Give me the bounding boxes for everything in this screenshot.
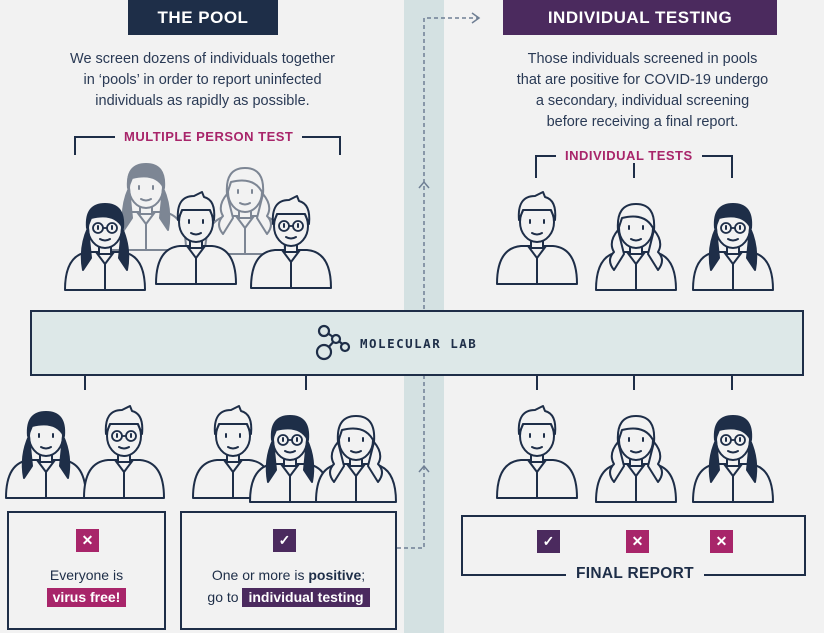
- go-to-text: go to: [207, 589, 239, 605]
- pool-description: We screen dozens of individuals together…: [30, 49, 375, 112]
- virus-free-highlight: virus free!: [46, 588, 127, 607]
- individual-desc-line: Those individuals screened in pools: [527, 51, 758, 67]
- multiple-person-test-label: MULTIPLE PERSON TEST: [115, 129, 303, 144]
- x-icon: ✕: [76, 529, 99, 552]
- negative-result-line: Everyone is: [49, 567, 124, 583]
- check-icon: ✓: [273, 529, 296, 552]
- individual-tests-label: INDIVIDUAL TESTS: [556, 148, 702, 163]
- individual-desc-line: before receiving a final report.: [546, 114, 739, 130]
- molecular-lab-band: [30, 310, 804, 376]
- pool-desc-line: in ‘pools’ in order to report uninfected: [83, 72, 322, 88]
- individual-desc-line: a secondary, individual screening: [535, 93, 750, 109]
- check-icon: ✓: [537, 530, 560, 553]
- final-report-label: FINAL REPORT: [566, 565, 704, 583]
- individual-description: Those individuals screened in pools that…: [470, 49, 815, 133]
- individual-testing-title: INDIVIDUAL TESTING: [503, 0, 777, 35]
- positive-line-post: ;: [361, 567, 366, 583]
- positive-result-text: One or more is positive; go to individua…: [180, 564, 397, 608]
- negative-result-text: Everyone is virus free!: [7, 564, 166, 608]
- molecule-icon: [315, 324, 351, 361]
- x-icon: ✕: [710, 530, 733, 553]
- positive-bold: positive: [308, 567, 362, 583]
- x-icon: ✕: [626, 530, 649, 553]
- individual-desc-line: that are positive for COVID-19 undergo: [516, 72, 769, 88]
- pool-desc-line: individuals as rapidly as possible.: [95, 93, 310, 109]
- individual-testing-highlight: individual testing: [242, 588, 370, 607]
- molecular-lab-label: MOLECULAR LAB: [360, 336, 478, 351]
- positive-line-pre: One or more is: [211, 567, 309, 583]
- pool-desc-line: We screen dozens of individuals together: [70, 51, 335, 67]
- pool-title: THE POOL: [128, 0, 278, 35]
